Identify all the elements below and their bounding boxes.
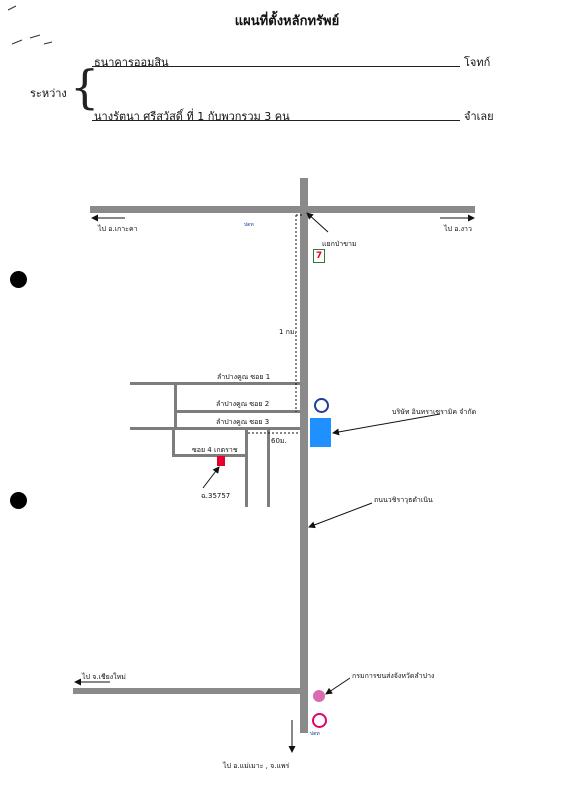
- party1-line: [92, 66, 460, 67]
- party2-role: จำเลย: [464, 110, 494, 123]
- company-logo: [314, 398, 329, 413]
- company-building: [310, 418, 331, 447]
- soi1-road: [130, 382, 300, 385]
- label-60m: 60ม.: [271, 437, 287, 445]
- soi3-road: [130, 427, 300, 430]
- label-soi3: ลำปางคูณ ซอย 3: [216, 418, 270, 426]
- label-road: ถนนวชิราวุธดำเนิน: [374, 496, 433, 504]
- punch-hole-top: [10, 271, 27, 288]
- label-dir-left-top: ไป อ.เกาะคา: [98, 225, 138, 233]
- side-road-b: [172, 427, 175, 457]
- label-1km: 1 กม.: [279, 328, 297, 336]
- label-intersection: แยกป่าขาม: [322, 240, 357, 248]
- corner-scribble: [7, 5, 53, 45]
- ptt-logo-bottom: ปตท: [310, 730, 330, 738]
- top-cross-road: [90, 206, 475, 213]
- bottom-cross-road: [73, 688, 301, 694]
- label-company: บริษัท อินทราเซรามิค จำกัด: [392, 408, 477, 416]
- pointer-intersection: [306, 212, 329, 233]
- pointer-road: [308, 502, 373, 529]
- ptt-text-top: ปตท: [244, 222, 254, 228]
- soi2-road: [174, 410, 300, 413]
- label-office: กรมการขนส่งจังหวัดลำปาง: [352, 672, 435, 680]
- label-soi1: ลำปางคูณ ซอย 1: [217, 373, 271, 381]
- pointer-office: [325, 677, 351, 695]
- label-dir-right-top: ไป อ.งาว: [444, 225, 472, 233]
- seven-eleven-logo: 7: [313, 249, 325, 263]
- side-road-d: [267, 430, 270, 507]
- pointer-property: [202, 466, 220, 489]
- office-emblem-icon: [312, 713, 327, 728]
- party1-role: โจทก์: [464, 56, 491, 69]
- pointer-company: [332, 413, 441, 436]
- document-title: แผนที่ตั้งหลักทรัพย์: [234, 14, 340, 29]
- side-road-a: [174, 382, 177, 430]
- label-dir-bottom: ไป อ.แม่เมาะ , จ.แพร่: [223, 762, 290, 770]
- brace-symbol: {: [70, 60, 100, 114]
- punch-hole-bottom: [10, 492, 27, 509]
- soi4-road: [172, 454, 248, 457]
- label-deed: ฉ.35757: [201, 492, 231, 500]
- party2-name: นางรัตนา ศรีสวัสดิ์ ที่ 1 กับพวกรวม 3 คน: [94, 110, 290, 123]
- between-label: ระหว่าง: [30, 87, 67, 100]
- ptt-text-bottom: ปตท: [310, 731, 320, 737]
- main-road-vertical: [300, 178, 308, 733]
- label-soi2: ลำปางคูณ ซอย 2: [216, 400, 270, 408]
- party2-line: [92, 120, 460, 121]
- ptt-logo-top: ปตท: [244, 221, 260, 229]
- side-road-c: [245, 427, 248, 507]
- office-seal-icon: [313, 690, 325, 702]
- party1-name: ธนาคารออมสิน: [94, 56, 169, 69]
- seven-eleven-text: 7: [315, 251, 323, 261]
- label-soi4: ซอย 4 เกตราช: [192, 446, 238, 454]
- label-dir-left-bottom: ไป จ.เชียงใหม่: [82, 673, 126, 681]
- property-marker: [217, 456, 225, 466]
